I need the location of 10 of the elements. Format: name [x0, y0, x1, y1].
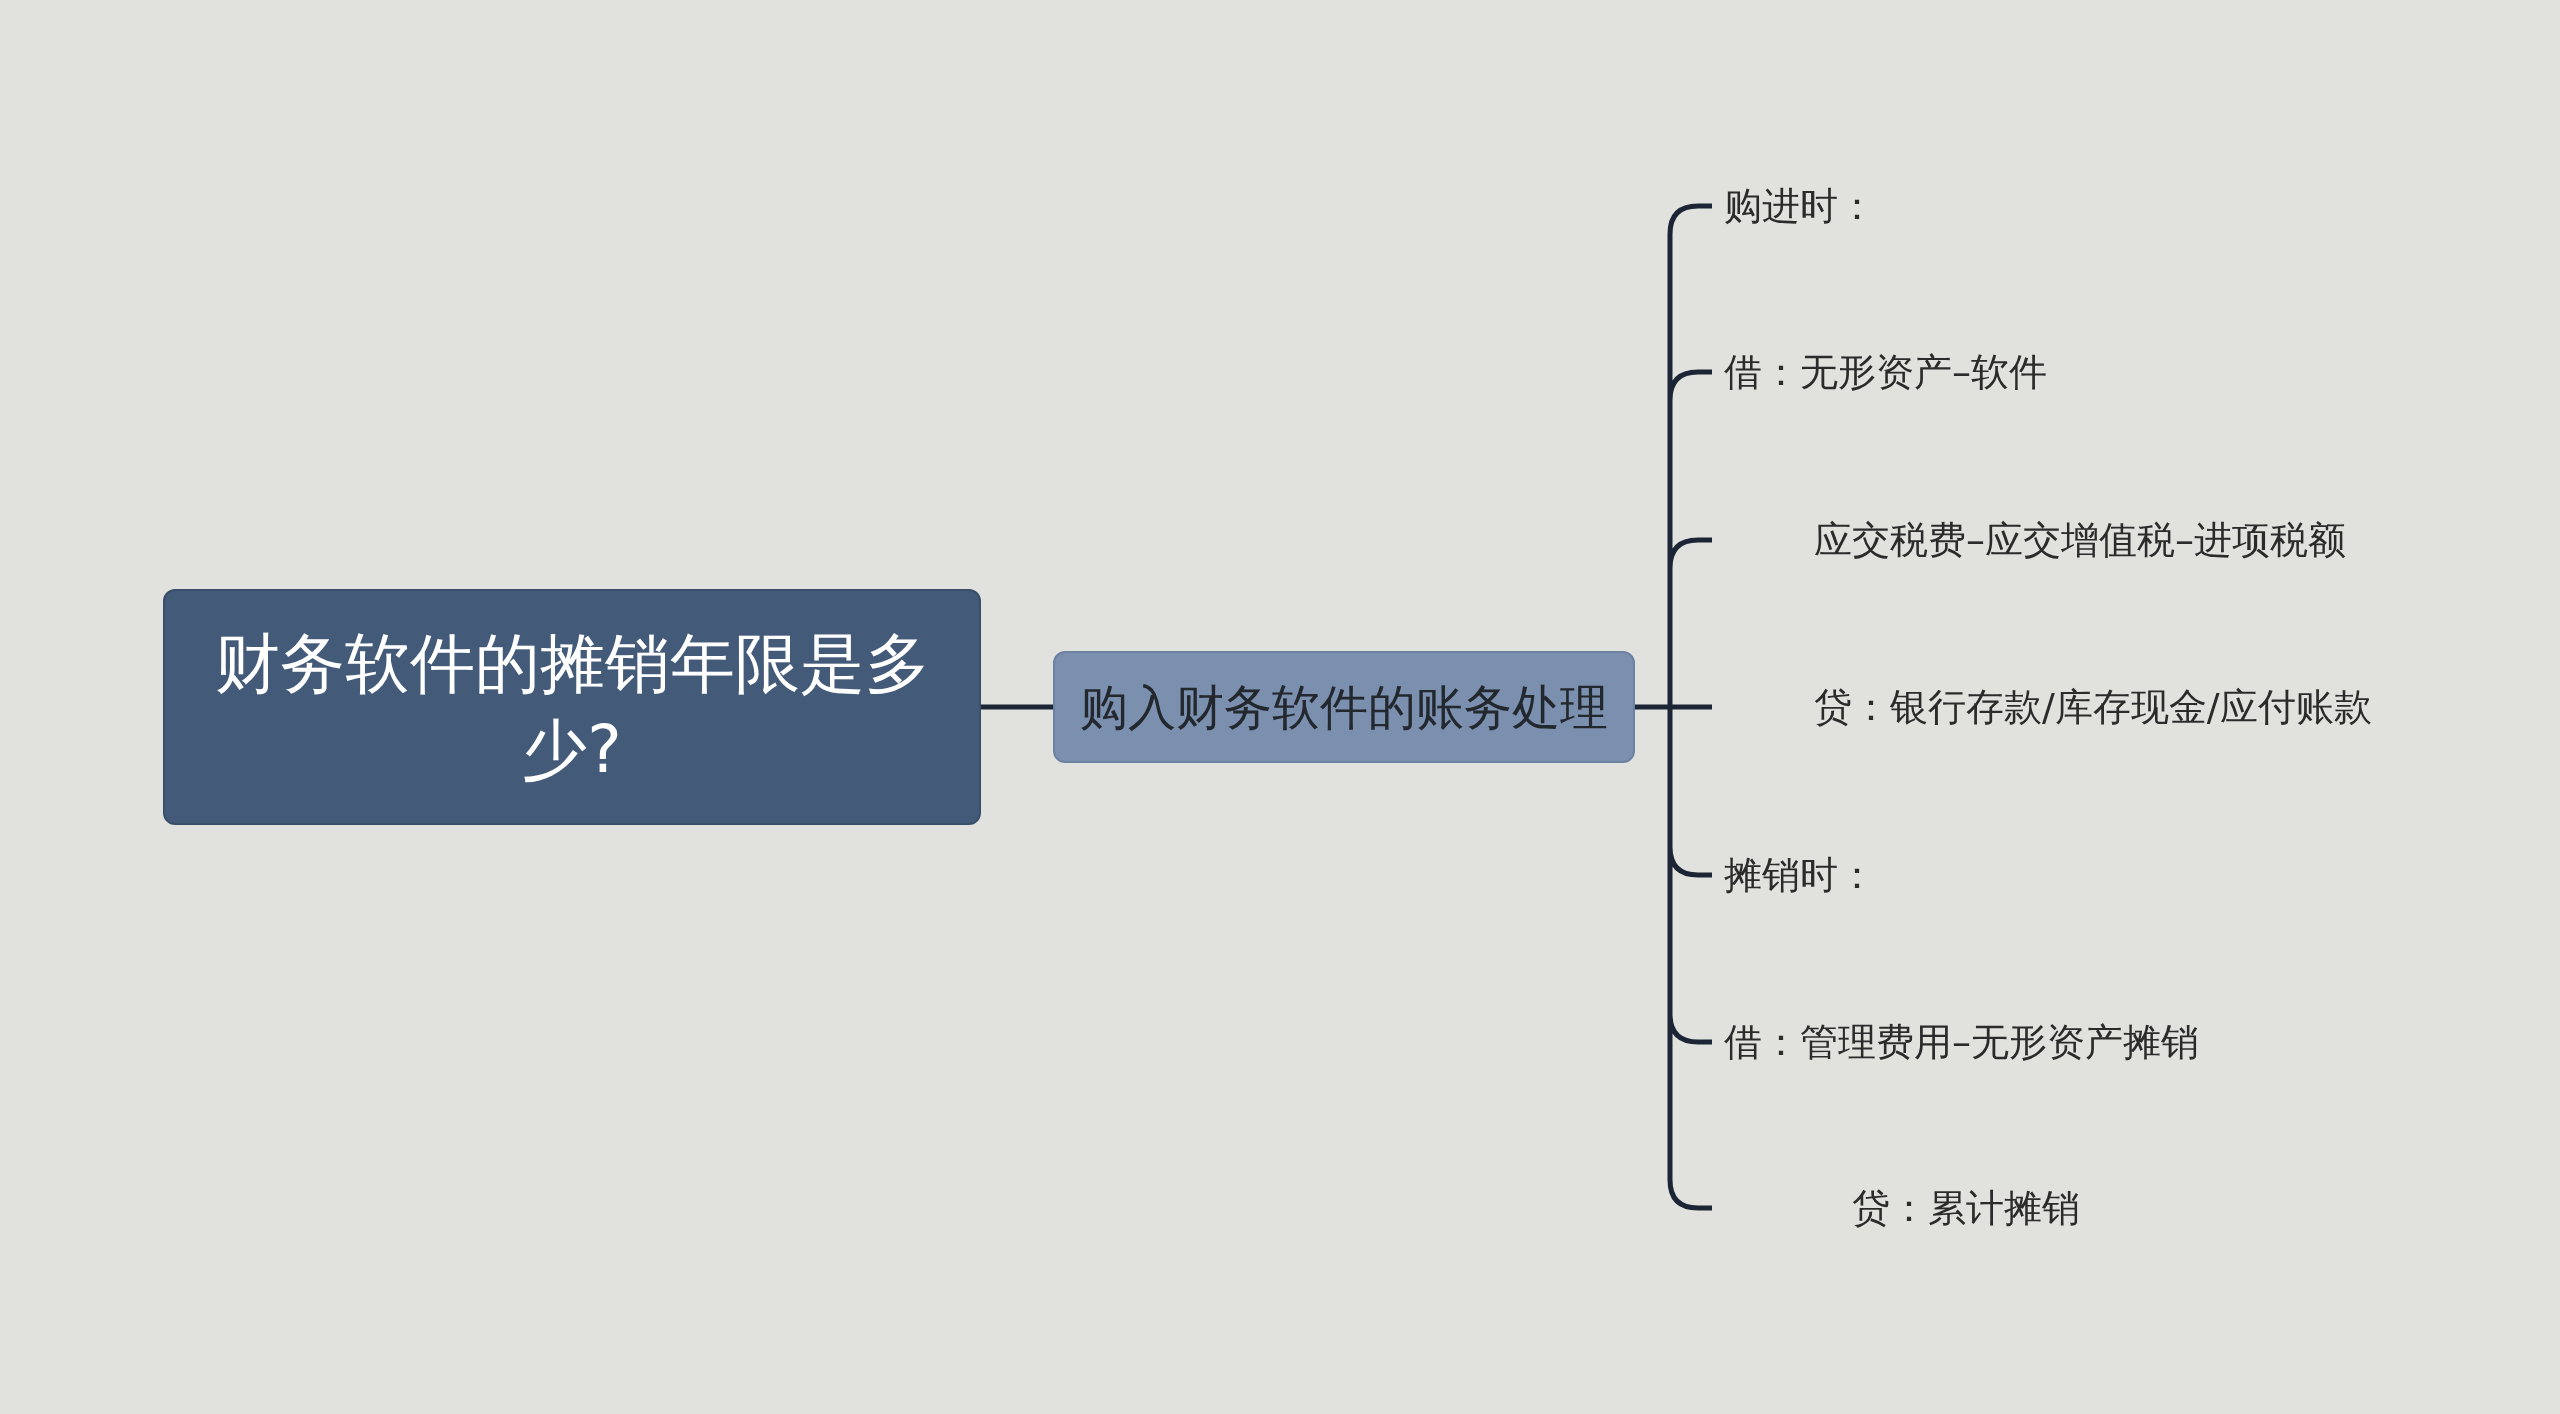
connector-line	[981, 704, 1053, 710]
subtopic-box: 购入财务软件的账务处理	[1053, 651, 1635, 763]
branch-label: 借：无形资产–软件	[1724, 348, 2047, 396]
branch-label: 贷：累计摊销	[1852, 1184, 2080, 1232]
branch-label: 摊销时：	[1724, 851, 1876, 899]
branch-label: 贷：银行存款/库存现金/应付账款	[1814, 683, 2372, 731]
branch-label: 借：管理费用–无形资产摊销	[1724, 1018, 2199, 1066]
topic-box: 财务软件的摊销年限是多少?	[163, 589, 981, 825]
branch-label: 购进时：	[1724, 182, 1876, 230]
branch-label: 应交税费–应交增值税–进项税额	[1814, 516, 2346, 564]
